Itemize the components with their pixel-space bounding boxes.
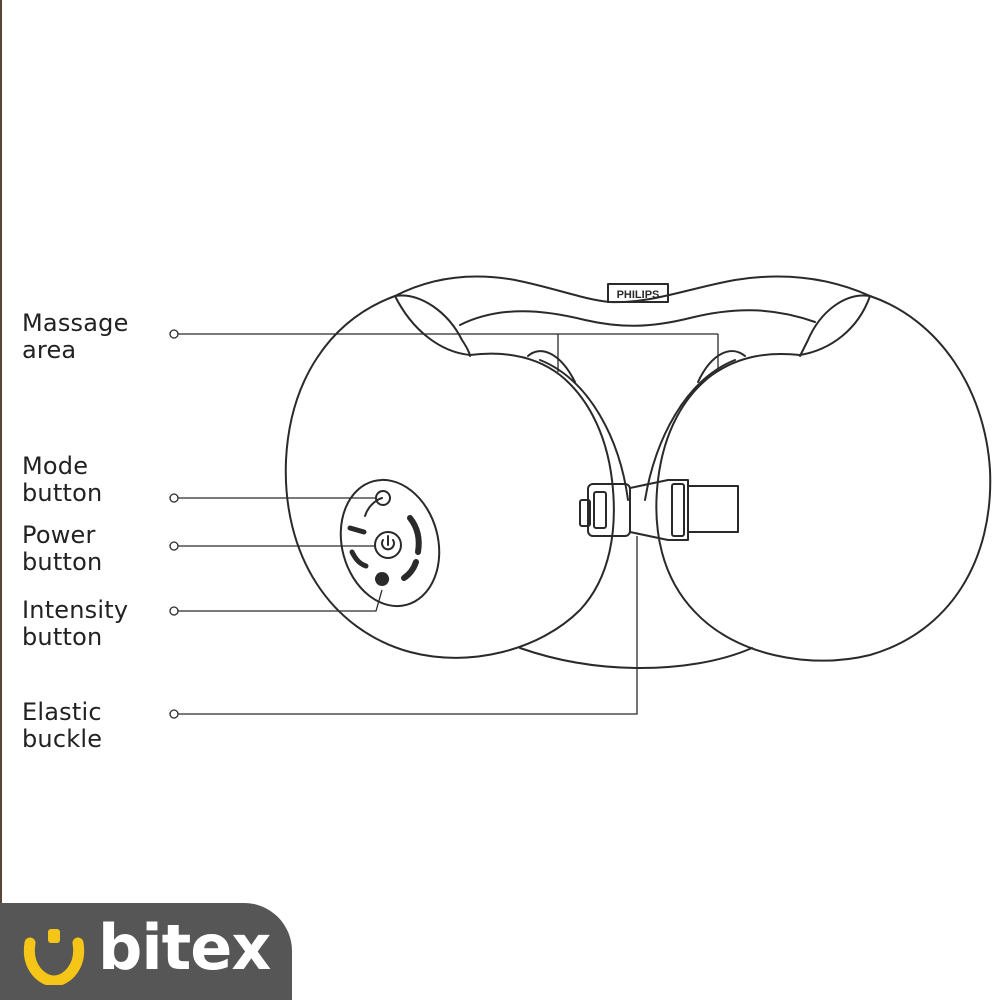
massage-area-leader [178,333,719,372]
watermark-text: bitex [98,911,271,984]
power-button-label: Power button [22,521,103,576]
elastic-buckle-label: Elastic buckle [22,698,103,753]
watermark-logo-bar: bitex [0,903,292,1000]
pillow-right-lobe [655,295,992,662]
pillow-right-bump [697,350,746,383]
buckle-slot [671,483,685,537]
intensity-button-leader [178,589,383,612]
panel-arc-top [364,497,383,517]
massage-area-label: Massage area [22,309,129,364]
left-edge-strip [0,0,2,1000]
pillow-bottom-band [519,647,753,669]
pillow-left-lobe [284,295,615,659]
buckle-end-cap [579,499,591,527]
panel-arc-lower-left [349,549,369,569]
elastic-strap [687,485,739,533]
smile-logo-icon [23,929,85,985]
pillow-left-inner-edge [539,359,629,501]
brand-tag-outline [607,283,669,303]
pillow-right-wing-fold [799,294,871,357]
power-button-shape [374,531,402,559]
mode-button-label: Mode button [22,452,103,507]
panel-arc-right [407,515,422,555]
buckle-female [629,479,689,541]
pillow-back-band-inner [459,309,816,327]
intensity-button-shape [375,572,390,586]
panel-arc-left [347,525,367,535]
brand-tag: PHILIPS [617,289,660,301]
elastic-buckle-leader [178,536,638,715]
pillow-left-wing-fold [394,294,471,357]
buckle-male-inner [593,491,607,529]
pillow-left-bump [527,350,576,383]
power-symbol [381,535,395,551]
panel-arc-bottom [401,559,419,581]
control-panel-disc [339,478,441,608]
intensity-button-label: Intensity button [22,596,129,651]
